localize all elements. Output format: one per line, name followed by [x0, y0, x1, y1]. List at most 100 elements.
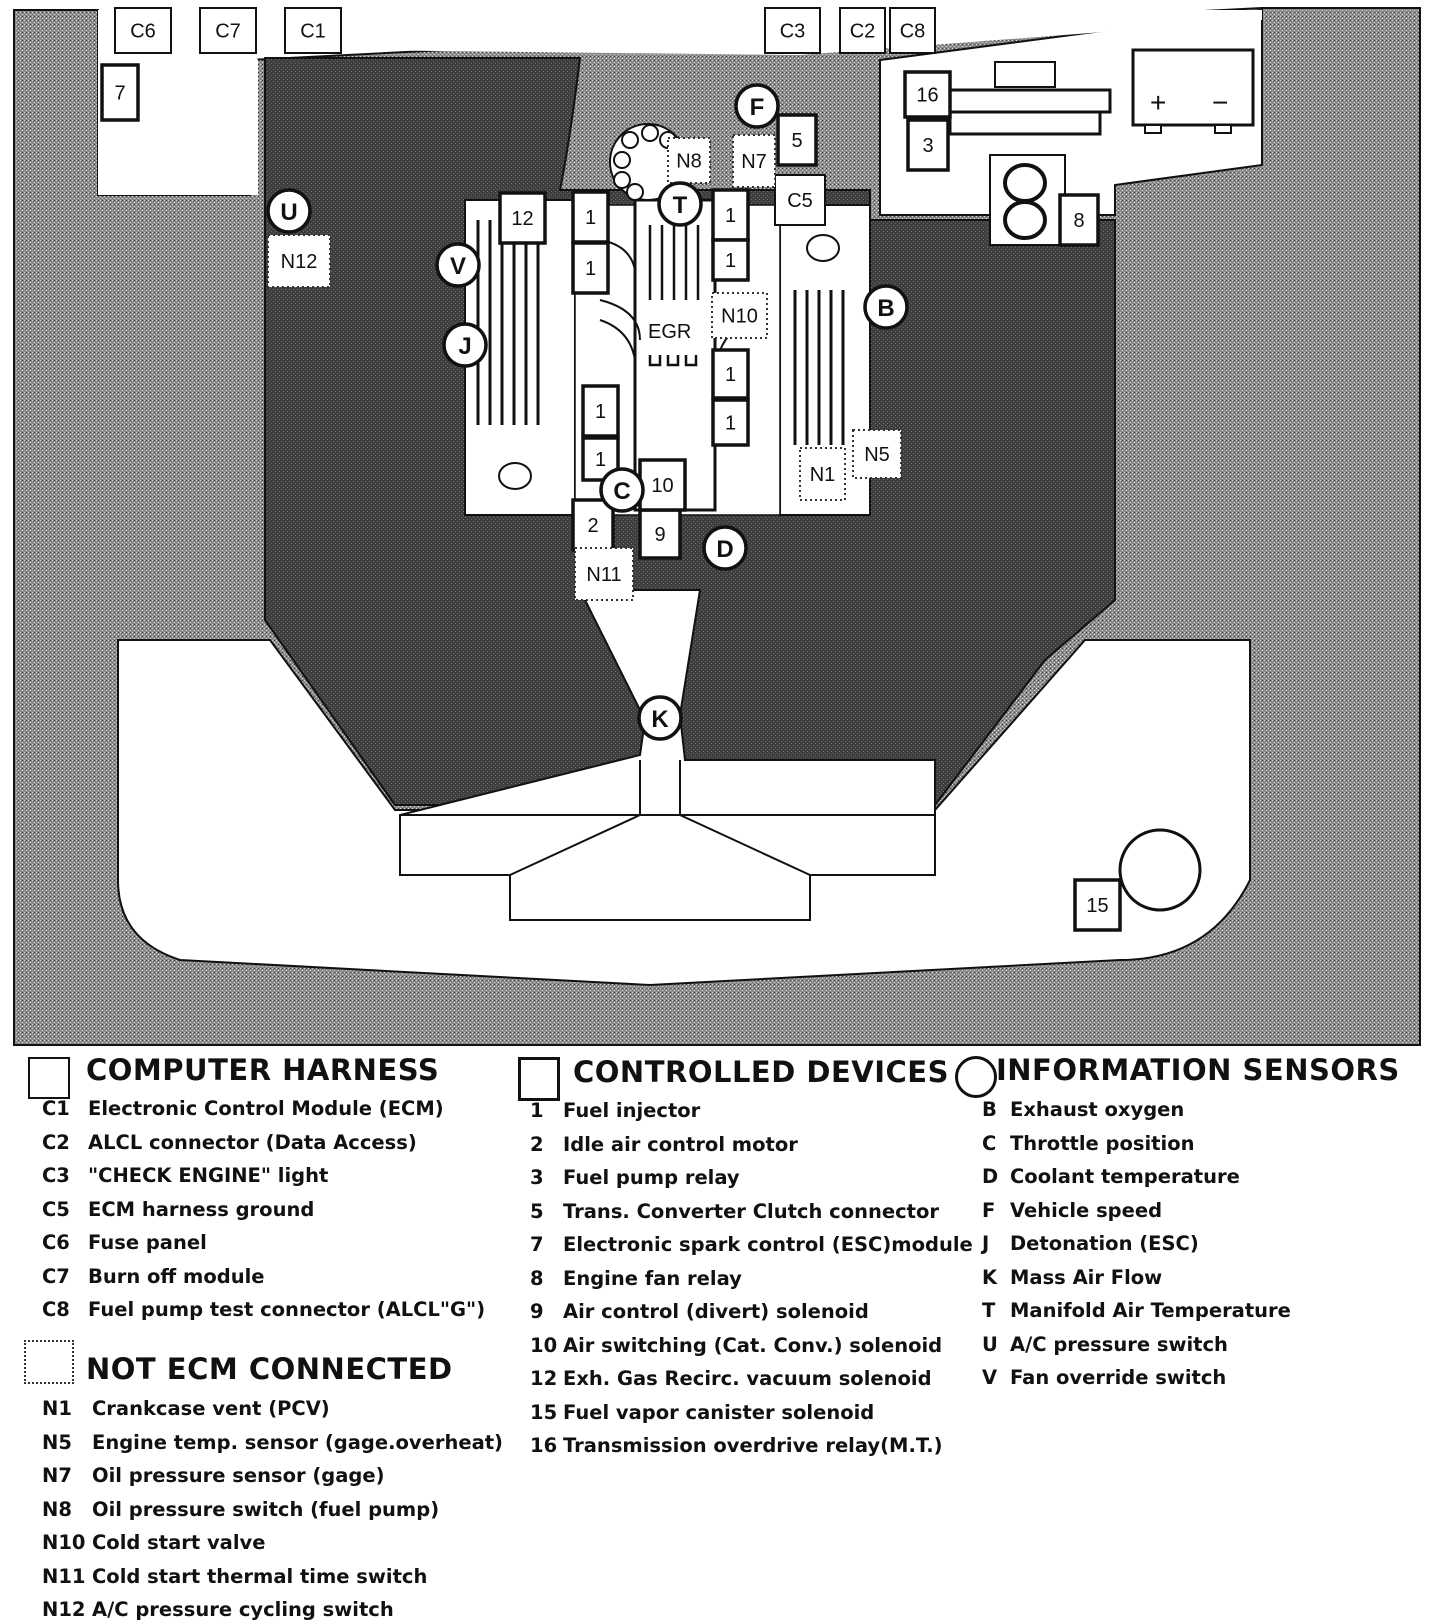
sensor-j: J	[442, 322, 488, 368]
harness-box-c1: C1	[284, 7, 342, 54]
svg-text:V: V	[450, 253, 466, 280]
harness-box-c8: C8	[889, 7, 936, 54]
information-sensor-code: K	[982, 1265, 998, 1289]
information-sensor-text: Mass Air Flow	[1010, 1265, 1163, 1289]
controlled-device-code: 12	[530, 1367, 558, 1390]
information-sensor-code: J	[982, 1232, 990, 1255]
device-box-15-17: 15	[1073, 878, 1122, 932]
device-box-1-10: 1	[711, 348, 750, 400]
svg-text:F: F	[750, 94, 765, 121]
brake-master-cylinder	[948, 61, 1112, 246]
information-sensor-code: F	[982, 1198, 996, 1222]
vapor-canister	[1118, 828, 1202, 912]
controlled-device-text: Electronic spark control (ESC)module	[563, 1233, 973, 1256]
svg-text:C6: C6	[130, 21, 156, 43]
svg-text:N5: N5	[864, 444, 890, 466]
controlled-device-text: Engine fan relay	[563, 1266, 742, 1290]
not-ecm-text: Crankcase vent (PCV)	[92, 1397, 330, 1420]
svg-text:3: 3	[922, 135, 933, 157]
svg-text:N10: N10	[721, 306, 758, 328]
svg-text:J: J	[458, 333, 471, 360]
battery-plus: +	[1150, 87, 1166, 118]
information-sensor-item: B Exhaust oxygen	[982, 1098, 1184, 1121]
computer-harness-code: C5	[42, 1197, 70, 1221]
sensor-k: K	[637, 695, 683, 741]
device-box-1-6: 1	[571, 190, 610, 244]
computer-harness-code: C7	[42, 1264, 70, 1288]
svg-text:U: U	[280, 199, 297, 226]
information-sensor-text: Throttle position	[1010, 1131, 1195, 1155]
svg-text:7: 7	[114, 83, 125, 105]
not-ecm-box-n10: N10	[711, 292, 768, 339]
controlled-device-code: 15	[530, 1400, 558, 1424]
device-box-2-14: 2	[571, 498, 615, 552]
computer-harness-text: Electronic Control Module (ECM)	[88, 1097, 444, 1120]
svg-text:C5: C5	[787, 190, 813, 212]
controlled-devices-symbol	[518, 1057, 560, 1101]
sensor-d: D	[702, 525, 748, 571]
controlled-device-text: Fuel pump relay	[563, 1166, 740, 1189]
not-ecm-item: N7 Oil pressure sensor (gage)	[42, 1464, 385, 1487]
controlled-device-code: 3	[530, 1166, 544, 1189]
not-ecm-text: Cold start valve	[92, 1531, 266, 1554]
controlled-device-code: 7	[530, 1233, 544, 1256]
svg-text:C1: C1	[300, 21, 326, 43]
computer-harness-symbol	[28, 1057, 70, 1099]
svg-text:1: 1	[585, 258, 596, 280]
svg-text:5: 5	[791, 130, 802, 152]
harness-box-c7: C7	[199, 7, 257, 54]
device-box-8-4: 8	[1058, 193, 1100, 247]
information-sensor-text: Exhaust oxygen	[1010, 1098, 1185, 1121]
svg-text:C3: C3	[780, 21, 806, 43]
svg-text:1: 1	[725, 205, 736, 227]
information-sensor-code: D	[982, 1165, 999, 1188]
computer-harness-text: "CHECK ENGINE" light	[88, 1164, 329, 1187]
harness-box-c2: C2	[839, 7, 886, 54]
svg-text:N11: N11	[586, 564, 621, 586]
information-sensor-code: T	[982, 1299, 996, 1322]
computer-harness-code: C3	[42, 1164, 70, 1187]
controlled-device-text: Idle air control motor	[563, 1132, 798, 1156]
not-ecm-code: N7	[42, 1464, 72, 1487]
not-ecm-text: Oil pressure sensor (gage)	[92, 1464, 385, 1487]
not-ecm-box-n5: N5	[852, 429, 902, 479]
not-ecm-box-n8: N8	[667, 137, 711, 184]
computer-harness-text: ECM harness ground	[88, 1197, 315, 1221]
not-ecm-code: N12	[42, 1598, 86, 1621]
harness-box-c5: C5	[774, 174, 826, 226]
svg-text:8: 8	[1073, 210, 1084, 232]
device-box-16-1: 16	[903, 70, 952, 119]
device-box-1-9: 1	[711, 238, 750, 282]
controlled-device-code: 5	[530, 1199, 544, 1223]
information-sensor-code: B	[982, 1098, 997, 1121]
svg-text:K: K	[651, 706, 669, 733]
not-ecm-text: Engine temp. sensor (gage.overheat)	[92, 1430, 503, 1454]
controlled-device-text: Air switching (Cat. Conv.) solenoid	[563, 1333, 943, 1357]
air-intake-duct	[399, 589, 936, 921]
information-sensor-text: Detonation (ESC)	[1010, 1232, 1199, 1255]
computer-harness-code: C6	[42, 1231, 70, 1254]
information-sensor-text: Vehicle speed	[1010, 1198, 1163, 1222]
controlled-device-code: 9	[530, 1300, 544, 1323]
svg-text:15: 15	[1086, 895, 1108, 917]
svg-text:9: 9	[654, 524, 665, 546]
computer-harness-text: Fuel pump test connector (ALCL"G")	[88, 1298, 486, 1321]
device-box-1-8: 1	[711, 188, 750, 242]
svg-text:1: 1	[595, 401, 606, 423]
device-box-1-12: 1	[581, 384, 620, 438]
sensor-u: U	[266, 188, 312, 234]
information-sensor-text: Fan override switch	[1010, 1366, 1227, 1389]
sensor-v: V	[435, 242, 481, 288]
information-sensor-code: U	[982, 1332, 998, 1356]
